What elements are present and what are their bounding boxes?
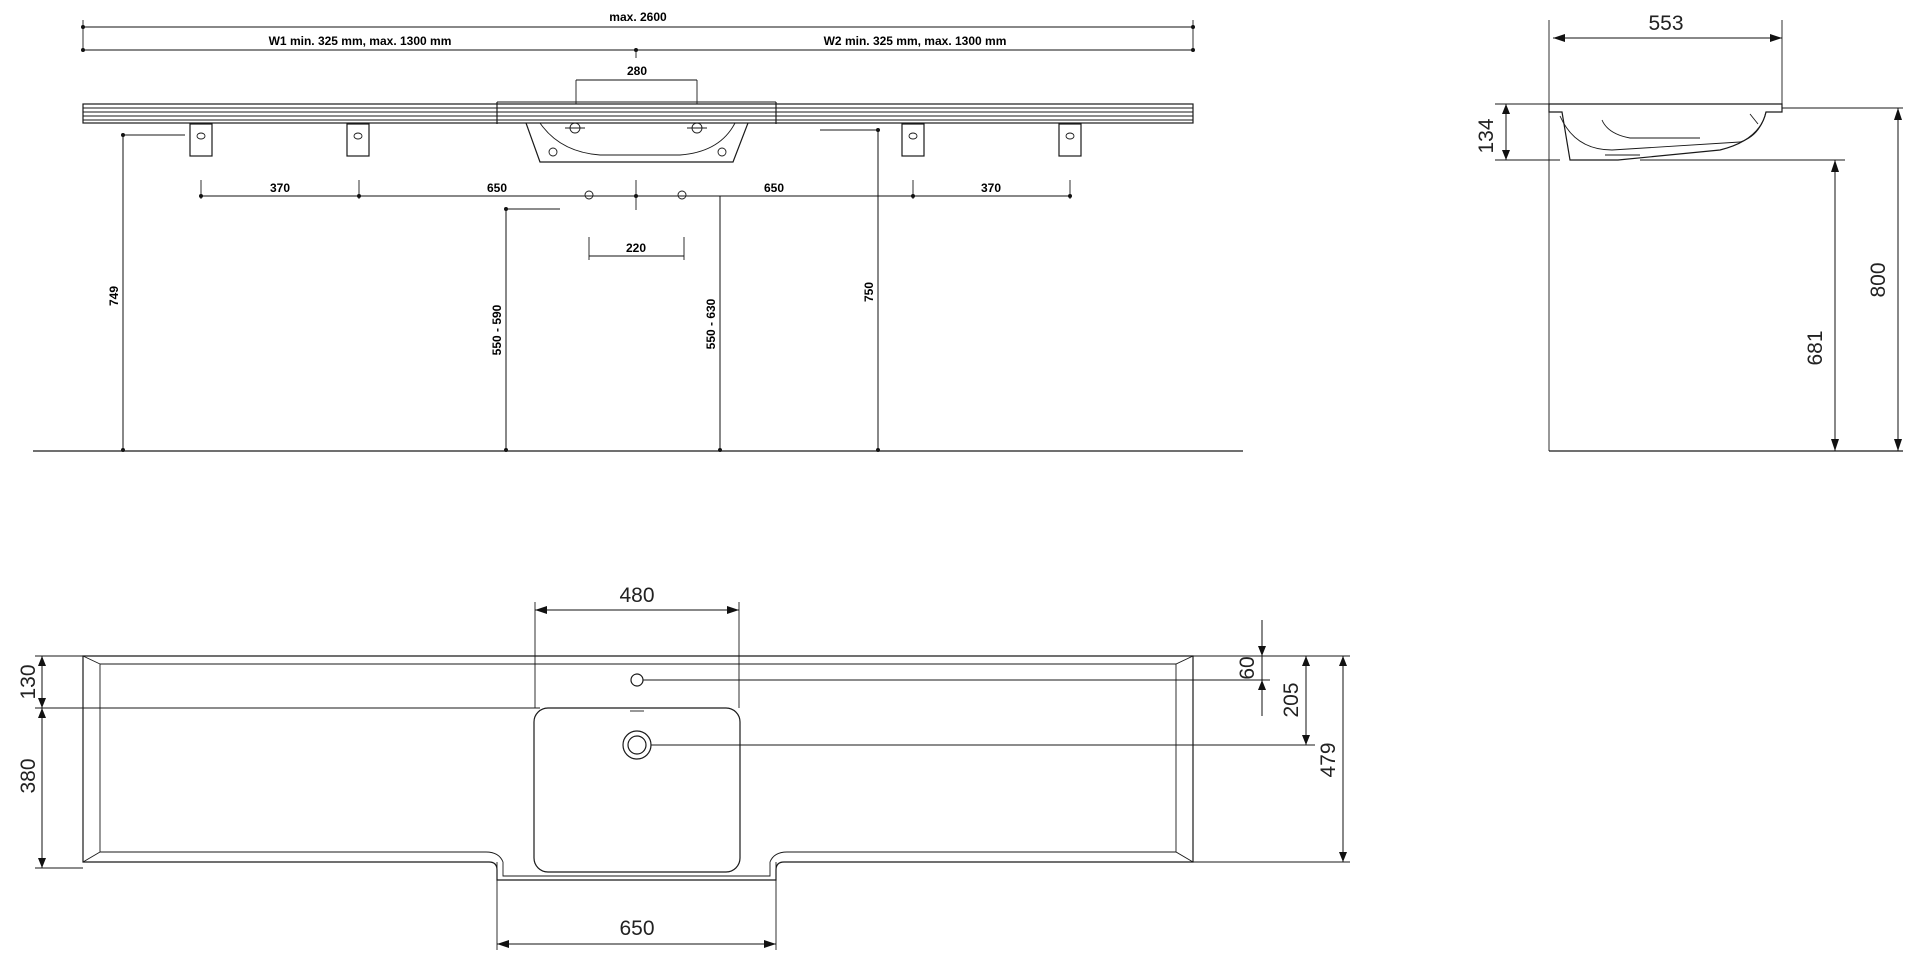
floor-to-top-label: 800 bbox=[1867, 262, 1890, 297]
worktop-plan bbox=[82, 655, 1194, 881]
dim-basin-width: 480 bbox=[534, 584, 740, 708]
total-depth-label: 479 bbox=[1317, 742, 1340, 777]
basin-plan bbox=[533, 673, 741, 873]
floor-to-bowl-label: 681 bbox=[1804, 330, 1827, 365]
dim-depth: 553 bbox=[1553, 12, 1783, 105]
dim-hole-spacing: 220 bbox=[588, 237, 685, 260]
basin-front bbox=[525, 122, 749, 163]
w2-label: W2 min. 325 mm, max. 1300 mm bbox=[824, 34, 1007, 48]
w1-label: W1 min. 325 mm, max. 1300 mm bbox=[269, 34, 452, 48]
height-right-label: 750 bbox=[862, 282, 876, 302]
side-profile bbox=[1548, 103, 1783, 161]
max-width-label: max. 2600 bbox=[609, 10, 667, 24]
front-view: max. 2600 W1 min. 325 mm, max. 1300 mm W… bbox=[33, 10, 1243, 452]
dim-max-width: max. 2600 bbox=[81, 10, 1195, 50]
dim-heights: 749 550 - 590 550 - 630 750 bbox=[107, 128, 880, 452]
worktop-front bbox=[82, 101, 1194, 124]
dim-left-depths: 130 380 bbox=[17, 655, 540, 869]
basin-depth-label: 380 bbox=[17, 758, 40, 793]
top-view: 480 130 380 60 205 bbox=[17, 584, 1350, 950]
dim-w1-w2: W1 min. 325 mm, max. 1300 mm W2 min. 325… bbox=[81, 34, 1195, 58]
dim-floor-to-bowl: 681 bbox=[1640, 159, 1845, 451]
dim-floor-to-top: 800 bbox=[1782, 107, 1903, 451]
hole-spacing-label: 220 bbox=[626, 241, 646, 255]
side-view: 553 134 800 681 bbox=[1475, 12, 1903, 452]
tap-spacing-label: 280 bbox=[627, 64, 647, 78]
basin-width-label: 480 bbox=[619, 584, 654, 607]
dim-bowl-height: 134 bbox=[1475, 103, 1560, 161]
height-left-label: 749 bbox=[107, 286, 121, 306]
tap-offset-label: 60 bbox=[1236, 656, 1259, 679]
wall-brackets bbox=[189, 123, 1082, 157]
bowl-height-label: 134 bbox=[1475, 118, 1498, 153]
bracket-spacing-left-label: 370 bbox=[270, 181, 290, 195]
dim-bracket-spacing: 370 650 650 370 bbox=[199, 180, 1072, 210]
extension-width-label: 650 bbox=[619, 917, 654, 940]
dim-extension-width: 650 bbox=[496, 862, 777, 950]
drain-offset-label: 205 bbox=[1280, 682, 1303, 717]
drain-height-right-label: 550 - 630 bbox=[704, 298, 718, 349]
front-to-tap-label: 130 bbox=[17, 664, 40, 699]
dim-right-depths: 60 205 479 bbox=[643, 620, 1350, 863]
bracket-spacing-right-label: 370 bbox=[981, 181, 1001, 195]
bracket-center-right-label: 650 bbox=[764, 181, 784, 195]
drain-height-left-label: 550 - 590 bbox=[490, 304, 504, 355]
dim-tap-spacing: 280 bbox=[575, 64, 698, 104]
bracket-center-left-label: 650 bbox=[487, 181, 507, 195]
depth-label: 553 bbox=[1648, 12, 1683, 35]
